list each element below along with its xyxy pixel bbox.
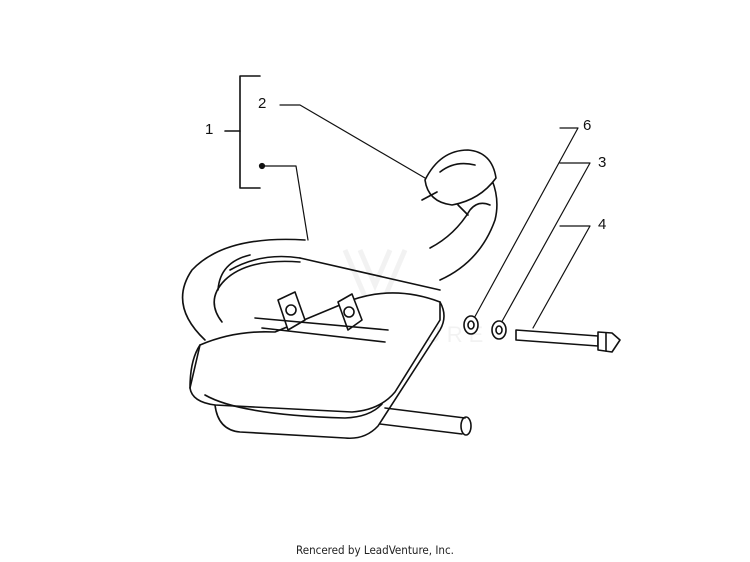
mounting-tabs (254, 291, 389, 343)
header-pipe (421, 149, 498, 281)
leader-lines (258, 104, 591, 329)
assembly-bracket (224, 75, 261, 189)
outlet-pipe (379, 407, 472, 436)
credit-footer: Rencered by LeadVenture, Inc. (296, 543, 454, 557)
callout-6: 6 (583, 117, 592, 134)
callout-2: 2 (258, 95, 267, 112)
callout-4: 4 (598, 216, 607, 233)
washer-3 (491, 320, 507, 340)
washer-6 (463, 315, 479, 335)
bolt-4 (515, 329, 621, 353)
callout-3: 3 (598, 154, 607, 171)
callout-1: 1 (205, 121, 214, 138)
muffler (189, 255, 445, 440)
tail-pipe-loop (181, 238, 306, 341)
